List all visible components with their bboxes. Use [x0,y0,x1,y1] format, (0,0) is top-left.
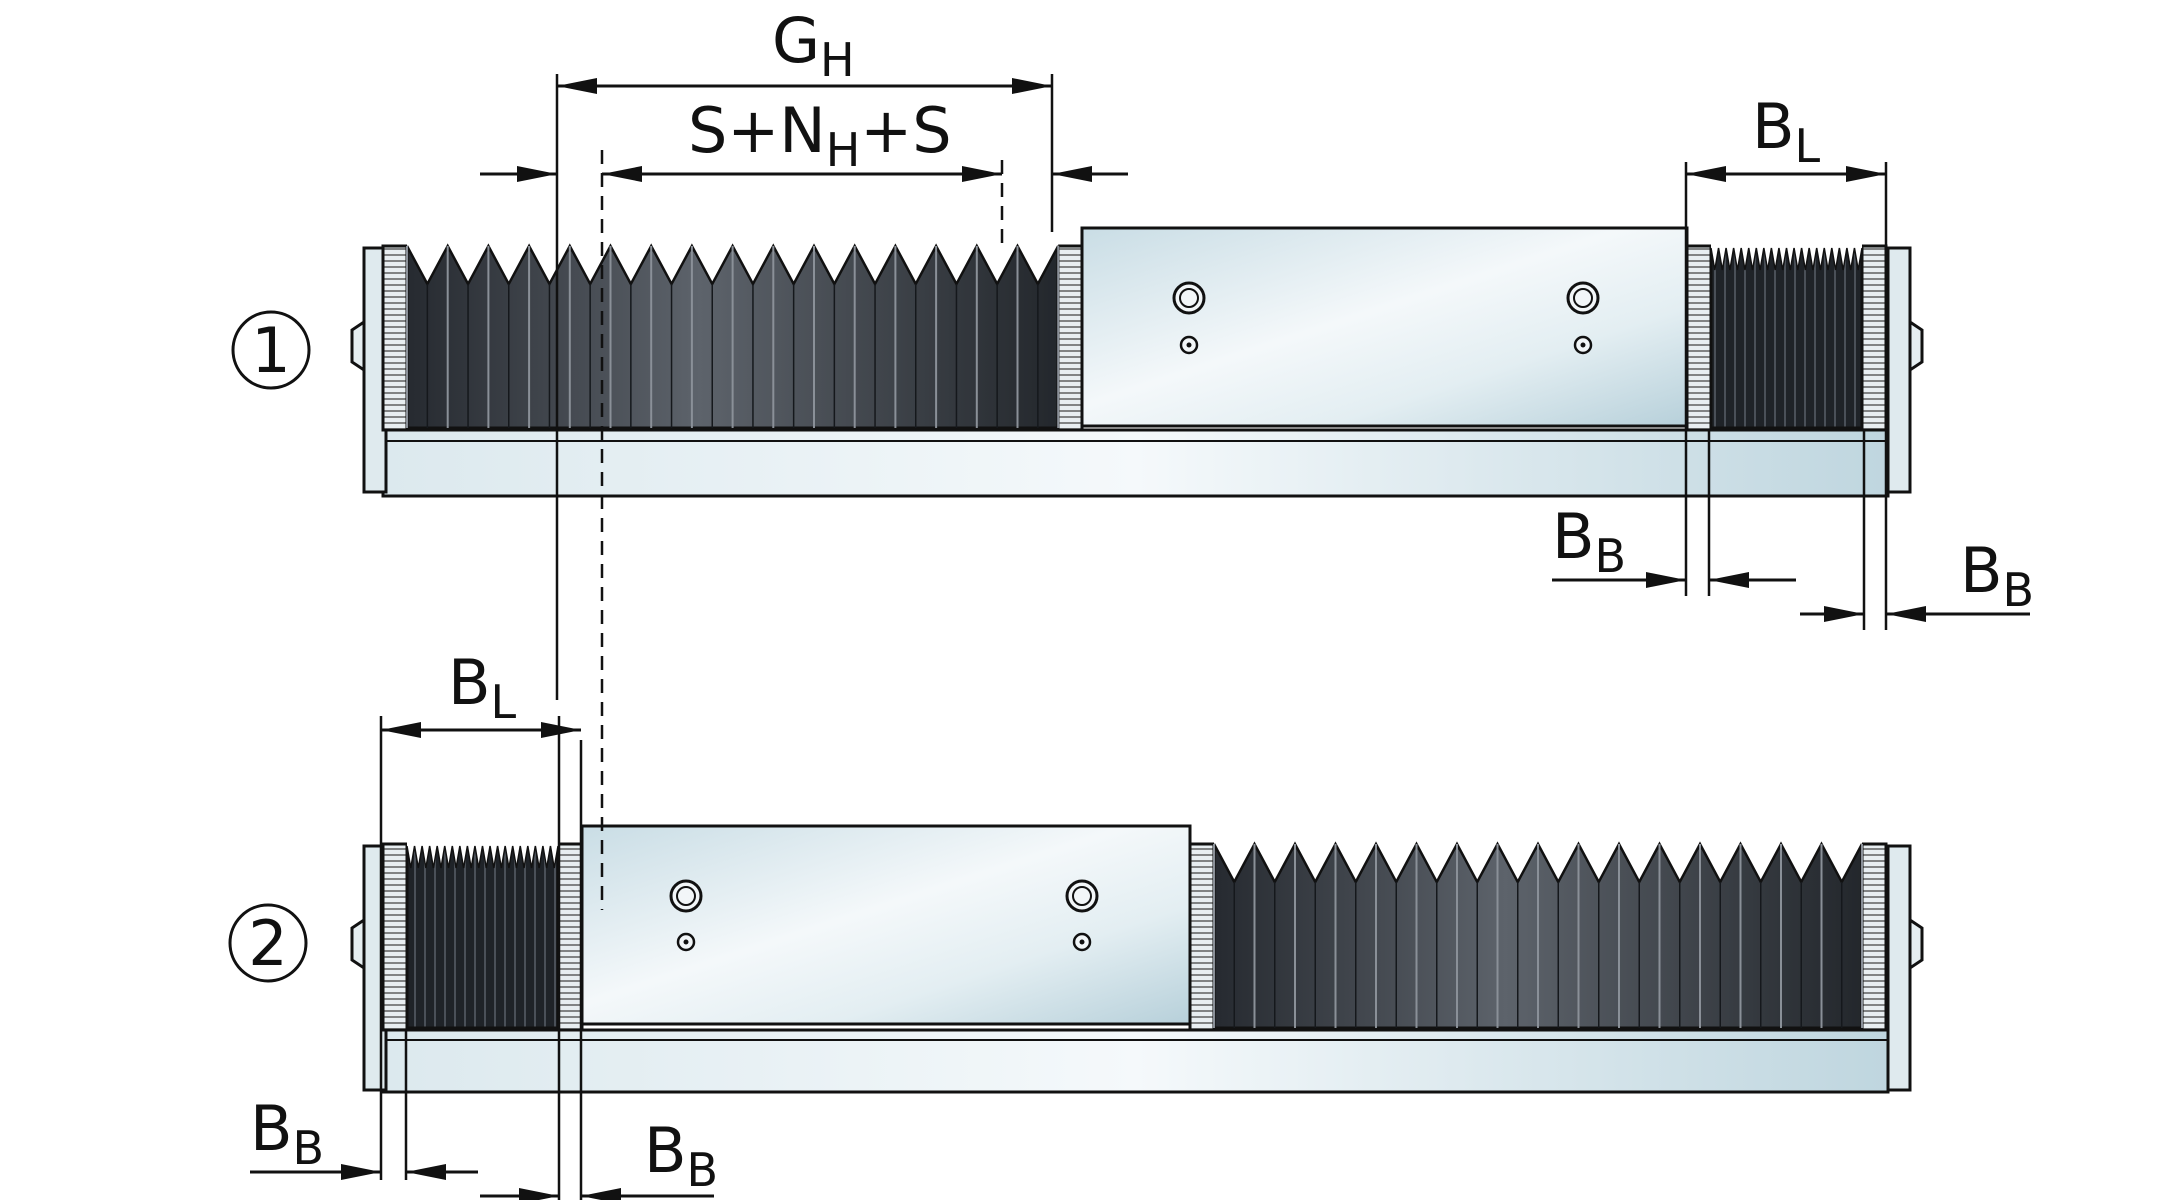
bb-top-right-label: BB [1960,534,2034,617]
bellows-frame-1d [1860,244,1888,432]
bellows-compressed-1 [1709,248,1864,430]
position-number-2: 2 [248,907,287,980]
bellows-compressed-2 [405,846,560,1030]
carriage-1 [1080,226,1689,428]
bellows-frame-1c [1685,244,1713,432]
gh-label: GH [772,4,855,87]
rail-1 [381,428,1890,498]
bellows-frame-2c [1188,842,1216,1032]
assembly-position-1 [350,226,1924,498]
bb-bottom-right-label: BB [644,1114,718,1197]
bellows-frame-2d [1860,842,1888,1032]
bb-bottom-left-label: BB [250,1092,324,1175]
bellows-folds-2 [1212,838,1864,1028]
bellows-frame-2b [556,842,584,1032]
bellows-fine-cutout [1711,244,1862,270]
bb-top-left-label: BB [1552,500,1626,583]
position-marker-2: 2 [228,903,308,983]
end-plate-right-1 [1886,246,1912,494]
screw-hole-icon [1566,281,1600,315]
position-marker-1: 1 [231,310,311,390]
bellows-fine-edge [406,845,559,869]
extension-lines [379,74,1888,1200]
assembly-position-2 [350,824,1924,1094]
dimension-lines [250,78,2030,1200]
bellows-frame-1a [381,244,409,432]
bellows-fine-edge [1710,247,1863,271]
screw-hole-icon [669,879,703,913]
screw-hole-icon [1065,879,1099,913]
end-cap-right-1 [1908,319,1924,373]
bellows-frame-1b [1056,244,1084,432]
end-cap-right-2 [1908,917,1924,971]
carriage-2 [580,824,1192,1026]
dimension-labels: GH S+NH+S BL BB BB BL BB BB [250,4,2034,1197]
end-cap-left-1 [350,319,366,373]
bl-bottom-label: BL [448,646,517,729]
bellows-fold-cutout [407,240,1059,284]
stroke-formula-label: S+NH+S [688,94,952,177]
bl-top-label: BL [1752,90,1821,173]
end-plate-right-2 [1886,844,1912,1092]
position-number-1: 1 [251,314,290,387]
bellows-fine-folds-2 [406,842,559,869]
bellows-fine-folds-1 [1710,244,1863,271]
bellows-folds-1 [405,240,1060,428]
bellows-frame-2a [381,842,409,1032]
bellows-fine-cutout [407,842,558,868]
screw-hole-icon [1172,281,1206,315]
bellows-fold-cutout [1214,838,1862,882]
end-cap-left-2 [350,917,366,971]
